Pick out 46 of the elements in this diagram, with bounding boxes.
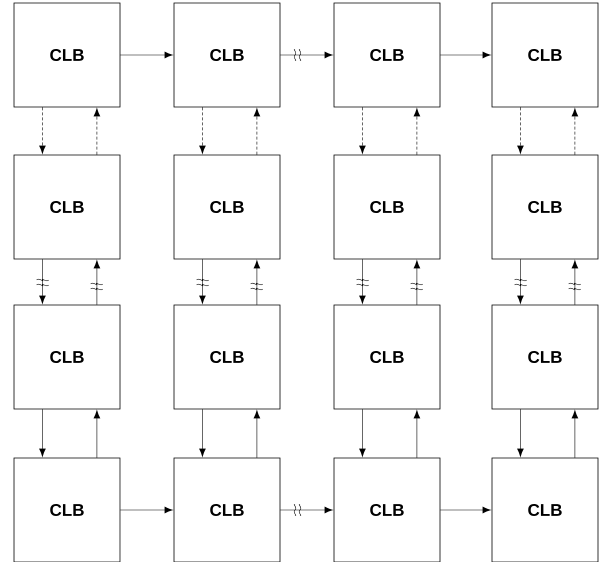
clb-box: CLB	[14, 458, 120, 562]
arrow	[440, 52, 491, 58]
arrow	[120, 506, 173, 514]
arrow	[414, 260, 420, 305]
arrow	[39, 409, 46, 457]
arrow	[39, 107, 46, 154]
arrow	[572, 108, 578, 155]
clb-box: CLB	[174, 2, 280, 108]
clb-box: CLB	[174, 458, 280, 562]
arrow	[572, 410, 578, 458]
arrow	[517, 409, 524, 457]
arrow	[199, 107, 206, 154]
clb-box: CLB	[492, 458, 598, 562]
clb-box: CLB	[492, 304, 598, 410]
arrow	[120, 52, 173, 58]
clb-box: CLB	[492, 154, 598, 260]
arrow	[254, 260, 260, 305]
arrow	[359, 259, 366, 304]
clb-box: CLB	[334, 458, 440, 562]
arrow	[440, 506, 491, 514]
arrow	[94, 260, 100, 305]
arrow	[572, 260, 578, 305]
arrow	[517, 259, 524, 304]
arrow	[254, 410, 260, 458]
clb-box: CLB	[492, 2, 598, 108]
arrow	[280, 506, 333, 514]
arrow	[199, 259, 206, 304]
arrow	[39, 259, 46, 304]
arrow	[280, 52, 333, 58]
arrow	[254, 108, 260, 155]
clb-box: CLB	[334, 304, 440, 410]
clb-box: CLB	[14, 154, 120, 260]
clb-box: CLB	[334, 2, 440, 108]
arrow	[94, 108, 100, 155]
arrow	[414, 108, 420, 155]
arrow	[414, 410, 420, 458]
clb-box: CLB	[14, 2, 120, 108]
clb-box: CLB	[334, 154, 440, 260]
arrow	[199, 409, 206, 457]
arrow	[359, 409, 366, 457]
arrow	[359, 107, 366, 154]
arrow	[517, 107, 524, 154]
clb-box: CLB	[174, 304, 280, 410]
clb-box: CLB	[14, 304, 120, 410]
arrow	[94, 410, 100, 458]
clb-box: CLB	[174, 154, 280, 260]
